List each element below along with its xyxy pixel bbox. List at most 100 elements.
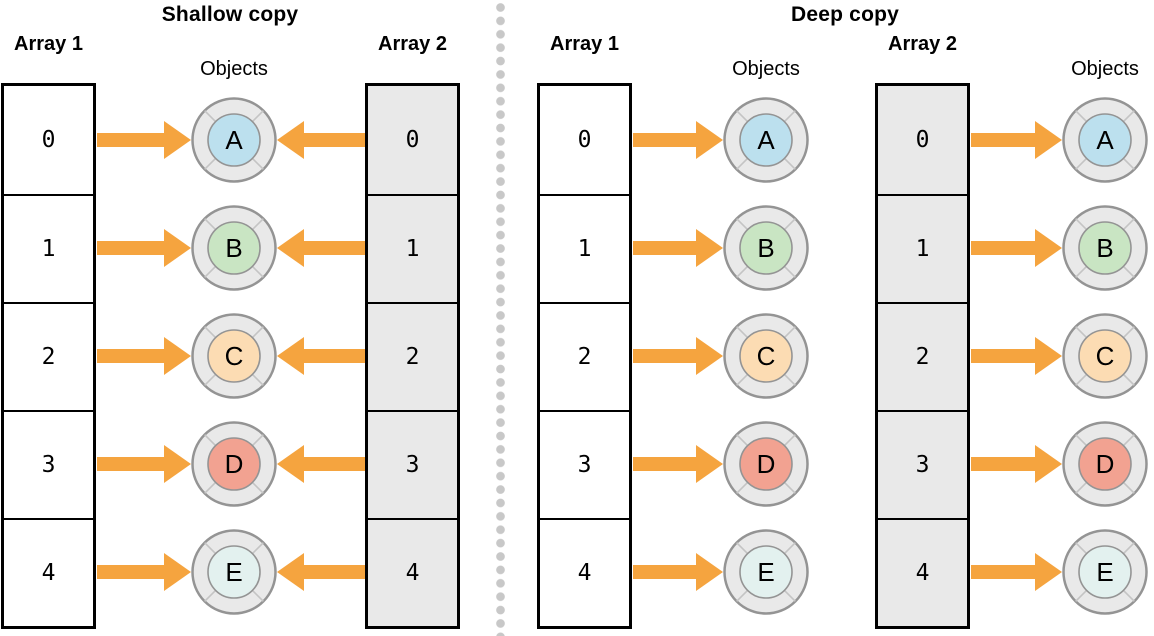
array-cell: 3 xyxy=(540,410,629,518)
object-letter: A xyxy=(757,125,775,155)
object-a-icon: A xyxy=(191,97,277,183)
array-cell: 2 xyxy=(368,302,457,410)
object-letter: A xyxy=(1096,125,1114,155)
arrow-shaft xyxy=(971,133,1037,147)
arrow-head xyxy=(696,445,723,483)
arrow-head xyxy=(1035,121,1062,159)
array-cell: 3 xyxy=(878,410,967,518)
array-cell: 1 xyxy=(540,194,629,302)
reference-arrow-left-icon xyxy=(277,445,365,483)
reference-arrow-right-icon xyxy=(633,337,723,375)
array-cell: 0 xyxy=(41,127,56,153)
objects-label: Objects xyxy=(732,58,800,80)
arrow-head xyxy=(696,553,723,591)
object-d-icon: D xyxy=(191,421,277,507)
arrow-head xyxy=(1035,553,1062,591)
array-cell: 2 xyxy=(540,302,629,410)
arrow-head xyxy=(1035,337,1062,375)
arrow-shaft xyxy=(971,349,1037,363)
arrow-shaft xyxy=(633,457,698,471)
object-letter: C xyxy=(1096,341,1115,371)
panel-divider-dotted xyxy=(496,3,505,636)
reference-arrow-right-icon xyxy=(97,445,191,483)
array-cell: 1 xyxy=(368,194,457,302)
arrow-shaft xyxy=(633,349,698,363)
array-cell: 4 xyxy=(368,518,457,626)
arrow-shaft xyxy=(302,565,365,579)
reference-arrow-left-icon xyxy=(277,337,365,375)
array-cell: 2 xyxy=(878,302,967,410)
reference-arrow-right-icon xyxy=(633,121,723,159)
object-c-icon: C xyxy=(1062,313,1148,399)
reference-arrow-right-icon xyxy=(97,229,191,267)
reference-arrow-right-icon xyxy=(633,553,723,591)
array-cell: 0 xyxy=(915,127,930,153)
arrow-head xyxy=(164,553,191,591)
object-c-icon: C xyxy=(723,313,809,399)
arrow-shaft xyxy=(97,133,166,147)
objects-label: Objects xyxy=(1071,58,1139,80)
arrow-head xyxy=(277,121,304,159)
reference-arrow-right-icon xyxy=(97,553,191,591)
arrow-shaft xyxy=(97,457,166,471)
array-label: Array 1 xyxy=(550,33,619,55)
reference-arrow-left-icon xyxy=(277,229,365,267)
arrow-shaft xyxy=(971,241,1037,255)
arrow-head xyxy=(696,121,723,159)
object-letter: C xyxy=(225,341,244,371)
panel-title: Deep copy xyxy=(791,3,899,26)
arrow-shaft xyxy=(302,457,365,471)
array-label: Array 1 xyxy=(14,33,83,55)
arrow-head xyxy=(1035,229,1062,267)
array-cell: 3 xyxy=(4,410,93,518)
reference-arrow-left-icon xyxy=(277,553,365,591)
object-letter: D xyxy=(225,449,244,479)
arrow-shaft xyxy=(302,133,365,147)
arrow-head xyxy=(696,229,723,267)
arrow-head xyxy=(1035,445,1062,483)
arrow-head xyxy=(277,553,304,591)
reference-arrow-right-icon xyxy=(633,445,723,483)
object-e-icon: E xyxy=(723,529,809,615)
arrow-head xyxy=(277,337,304,375)
arrow-shaft xyxy=(97,565,166,579)
arrow-shaft xyxy=(633,241,698,255)
arrow-head xyxy=(164,445,191,483)
arrow-head xyxy=(696,337,723,375)
arrow-shaft xyxy=(97,349,166,363)
object-letter: C xyxy=(757,341,776,371)
object-b-icon: B xyxy=(1062,205,1148,291)
array-cell: 3 xyxy=(368,410,457,518)
object-letter: D xyxy=(1096,449,1115,479)
arrow-head xyxy=(164,337,191,375)
panel-title: Shallow copy xyxy=(161,3,299,26)
reference-arrow-right-icon xyxy=(97,337,191,375)
object-d-icon: D xyxy=(723,421,809,507)
array-cell: 0 xyxy=(577,127,592,153)
object-letter: E xyxy=(757,557,774,587)
object-c-icon: C xyxy=(191,313,277,399)
arrow-shaft xyxy=(97,241,166,255)
array-cell: 1 xyxy=(4,194,93,302)
array-cell: 4 xyxy=(878,518,967,626)
arrow-head xyxy=(277,445,304,483)
arrow-shaft xyxy=(971,457,1037,471)
array-label: Array 2 xyxy=(378,33,447,55)
reference-arrow-left-icon xyxy=(277,121,365,159)
object-e-icon: E xyxy=(191,529,277,615)
object-letter: E xyxy=(1096,557,1113,587)
object-b-icon: B xyxy=(191,205,277,291)
object-letter: A xyxy=(225,125,243,155)
object-letter: B xyxy=(1096,233,1113,263)
reference-arrow-right-icon xyxy=(971,445,1062,483)
array-label: Array 2 xyxy=(888,33,957,55)
array-cell: 2 xyxy=(4,302,93,410)
arrow-head xyxy=(164,121,191,159)
reference-arrow-right-icon xyxy=(971,229,1062,267)
object-letter: E xyxy=(225,557,242,587)
